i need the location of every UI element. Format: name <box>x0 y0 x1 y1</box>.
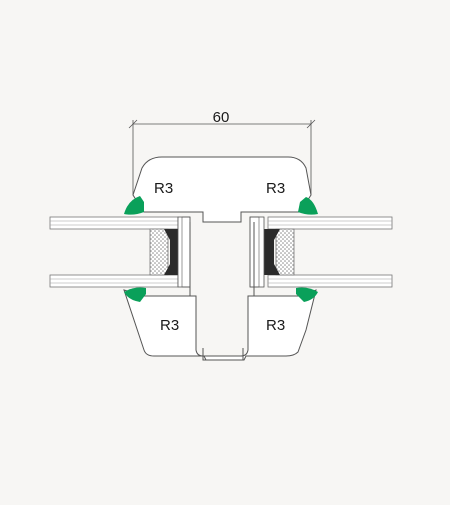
dimension-value: 60 <box>213 109 230 126</box>
left-glazing-wedge <box>164 229 180 275</box>
left-glass-top-pane <box>49 216 179 230</box>
left-edge-frame <box>177 216 191 288</box>
radius-label-bottom-left: R3 <box>160 317 179 334</box>
left-spacer-hatch <box>149 228 169 276</box>
gasket-bottom-right <box>296 287 318 302</box>
radius-label-top-right: R3 <box>266 180 285 197</box>
left-glass-bottom-pane <box>49 274 179 288</box>
radius-label-bottom-right: R3 <box>266 317 285 334</box>
right-edge-frame <box>249 216 265 288</box>
mullion-core <box>189 222 255 297</box>
right-glass-bottom-pane <box>267 274 393 288</box>
dimension-tick-left <box>128 119 138 129</box>
right-glazing-unit <box>249 216 393 288</box>
right-glazing-wedge <box>264 229 280 275</box>
right-glass-top-pane <box>267 216 393 230</box>
right-spacer-hatch <box>275 228 295 276</box>
bottom-cover-slot <box>202 348 244 361</box>
gasket-bottom-left <box>124 287 146 302</box>
bottom-cover-profile <box>123 289 317 361</box>
radius-label-top-left: R3 <box>154 180 173 197</box>
gasket-top-right <box>298 197 318 215</box>
dimension-60: 60 <box>128 109 316 195</box>
top-cover-profile <box>132 156 312 223</box>
dimension-tick-right <box>306 119 316 129</box>
gasket-top-left <box>124 196 144 215</box>
left-glazing-unit <box>49 216 191 288</box>
